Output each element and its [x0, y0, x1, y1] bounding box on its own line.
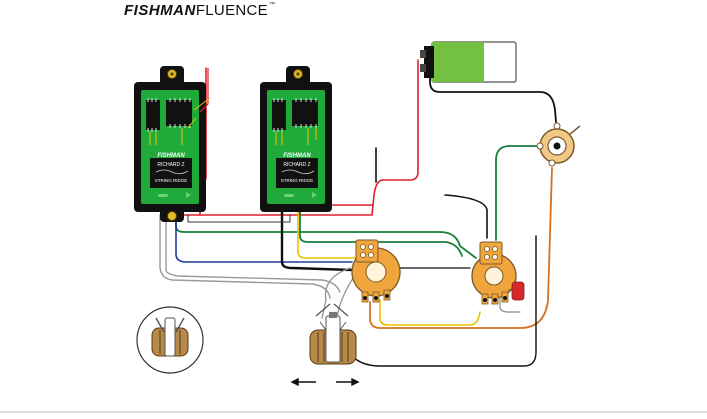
wire-thin-dark — [188, 215, 290, 222]
direction-arrows — [292, 379, 358, 385]
pickup-left-chip-2 — [166, 100, 192, 126]
wire-orange — [370, 168, 552, 328]
pot-right-shaft — [485, 267, 503, 285]
pickup-right-chip-2 — [292, 100, 318, 126]
pickup-right-chip-1 — [272, 100, 286, 130]
pickup-right-logo: FISHMAN — [283, 153, 311, 159]
wire-yellow-2 — [380, 300, 480, 325]
pot-left-shaft — [366, 262, 386, 282]
wire-blue — [176, 214, 352, 262]
pot-right-pcb — [480, 242, 502, 264]
pickup-left-model-2: STRING RIDGE — [155, 178, 188, 183]
pickup-right-model-2: STRING RIDGE — [281, 178, 314, 183]
pot-left-pcb — [356, 240, 378, 262]
battery-icon — [420, 42, 516, 82]
pickup-left-chip-1 — [146, 100, 160, 130]
potentiometer-icon — [352, 240, 400, 302]
arrow-right-icon — [336, 379, 358, 385]
wire-white-1 — [160, 215, 330, 298]
pickup-right-model-1: RICHARD Z — [283, 162, 310, 168]
rotary-switch-icon — [310, 304, 356, 364]
wires — [160, 60, 556, 366]
pickup-left-model-1: RICHARD Z — [157, 162, 184, 168]
wire-yellow-1 — [298, 212, 358, 258]
pickup-left-logo: FISHMAN — [157, 153, 185, 159]
wire-green-1 — [176, 210, 476, 258]
switch-detail-inset — [137, 307, 203, 373]
pickup-right: FISHMAN RICHARD Z STRING RIDGE — [260, 66, 332, 212]
wire-green-3 — [496, 146, 540, 240]
wire-black-ground — [445, 195, 487, 238]
output-jack-icon — [537, 123, 580, 166]
wire-white-3 — [322, 268, 350, 318]
battery-label — [432, 42, 484, 82]
arrow-left-icon — [292, 379, 316, 385]
capacitor-body — [512, 282, 524, 300]
potentiometer-tone-icon — [472, 242, 516, 304]
pickup-left-mount-bottom — [168, 212, 177, 221]
pickup-left: FISHMAN RICHARD Z STRING RIDGE — [134, 66, 210, 222]
